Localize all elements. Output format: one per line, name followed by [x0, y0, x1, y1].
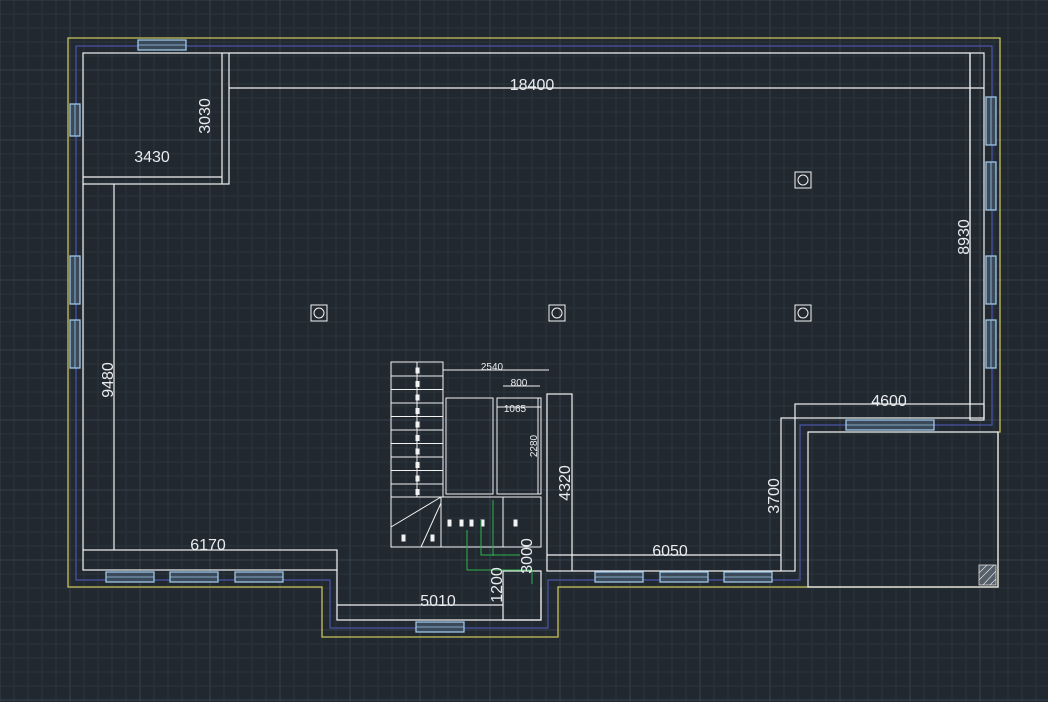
- right-wall: [969, 52, 985, 421]
- window: [169, 571, 219, 583]
- window: [985, 255, 997, 305]
- dim-bay-width: 4600: [871, 393, 907, 410]
- window: [985, 161, 997, 211]
- window: [69, 255, 81, 305]
- dim-shaft-width-a: 800: [511, 378, 528, 389]
- column-icon: [310, 304, 328, 322]
- stair-marker: [415, 489, 420, 495]
- dim-bottom-left-width: 6170: [190, 537, 226, 554]
- window: [105, 571, 155, 583]
- dim-left-wall-height: 9480: [100, 362, 117, 398]
- window: [69, 319, 81, 369]
- dimension-labels: 18400 3030 3430 8930 9480 4600 3700 6170…: [100, 77, 973, 610]
- stair-marker: [415, 394, 420, 401]
- elevator-shaft-left: [445, 397, 494, 495]
- staircase: [390, 361, 542, 548]
- stair-marker: [415, 367, 420, 374]
- window: [845, 419, 935, 431]
- stair-guide-inner: [480, 520, 520, 556]
- dim-top-left-room-width: 3430: [134, 149, 170, 166]
- stair-marker: [415, 421, 420, 428]
- column-icon: [548, 304, 566, 322]
- window: [723, 571, 773, 583]
- window: [69, 103, 81, 137]
- bottom-left-wall: [82, 549, 338, 571]
- columns: [310, 171, 812, 322]
- window: [659, 571, 709, 583]
- stair-marker: [459, 519, 464, 527]
- stair-marker: [415, 475, 420, 482]
- dim-shaft-width-b: 1065: [504, 404, 527, 415]
- hatch-icon: [978, 564, 997, 586]
- bay-left-wall: [780, 417, 796, 572]
- stair-core-bottom: [502, 570, 542, 621]
- dim-stair-guide-height: 3000: [519, 538, 536, 574]
- dim-stair-core-height: 4320: [557, 465, 574, 501]
- dim-shaft-height: 2280: [529, 434, 540, 457]
- windows: [69, 39, 997, 633]
- window: [594, 571, 644, 583]
- dim-stair-width: 2540: [481, 362, 504, 373]
- dim-right-wall-height: 8930: [956, 219, 973, 255]
- dim-entrance-depth: 1200: [489, 567, 506, 603]
- stair-core: [546, 393, 573, 572]
- stair-guides: [466, 500, 533, 584]
- dim-entrance-width: 5010: [420, 593, 456, 610]
- stair-marker: [415, 408, 420, 414]
- stair-marker: [415, 435, 420, 441]
- stair-winder-2: [420, 502, 442, 548]
- bay-top-wall: [794, 403, 985, 419]
- stair-marker: [430, 534, 435, 542]
- window: [415, 621, 465, 633]
- stair-markers: [401, 367, 518, 542]
- stair-marker: [469, 519, 474, 527]
- elevator-shaft-right: [496, 397, 542, 495]
- stair-marker: [415, 381, 420, 387]
- column-icon: [794, 304, 812, 322]
- stair-guide-outer: [466, 530, 533, 584]
- window: [234, 571, 284, 583]
- dimension-lines: [443, 369, 549, 494]
- window: [985, 319, 997, 369]
- stair-landing: [390, 496, 542, 548]
- stair-marker: [415, 448, 420, 455]
- room-top-left: [82, 52, 230, 185]
- stair-winder-1: [390, 496, 442, 528]
- dim-bay-height: 3700: [766, 478, 783, 514]
- walls: [82, 52, 999, 621]
- stair-marker: [447, 519, 452, 527]
- dim-overall-width: 18400: [510, 77, 555, 94]
- stair-marker: [513, 519, 518, 527]
- outer-outline: [67, 37, 1001, 638]
- dim-bottom-right-width: 6050: [652, 543, 688, 560]
- dim-top-left-room-height: 3030: [197, 98, 214, 134]
- column-icon: [794, 171, 812, 189]
- window: [137, 39, 187, 51]
- stair-treads: [391, 375, 443, 485]
- bay-outline: [807, 431, 999, 588]
- stair-marker: [401, 534, 406, 542]
- stair-marker: [415, 462, 420, 468]
- window: [985, 96, 997, 146]
